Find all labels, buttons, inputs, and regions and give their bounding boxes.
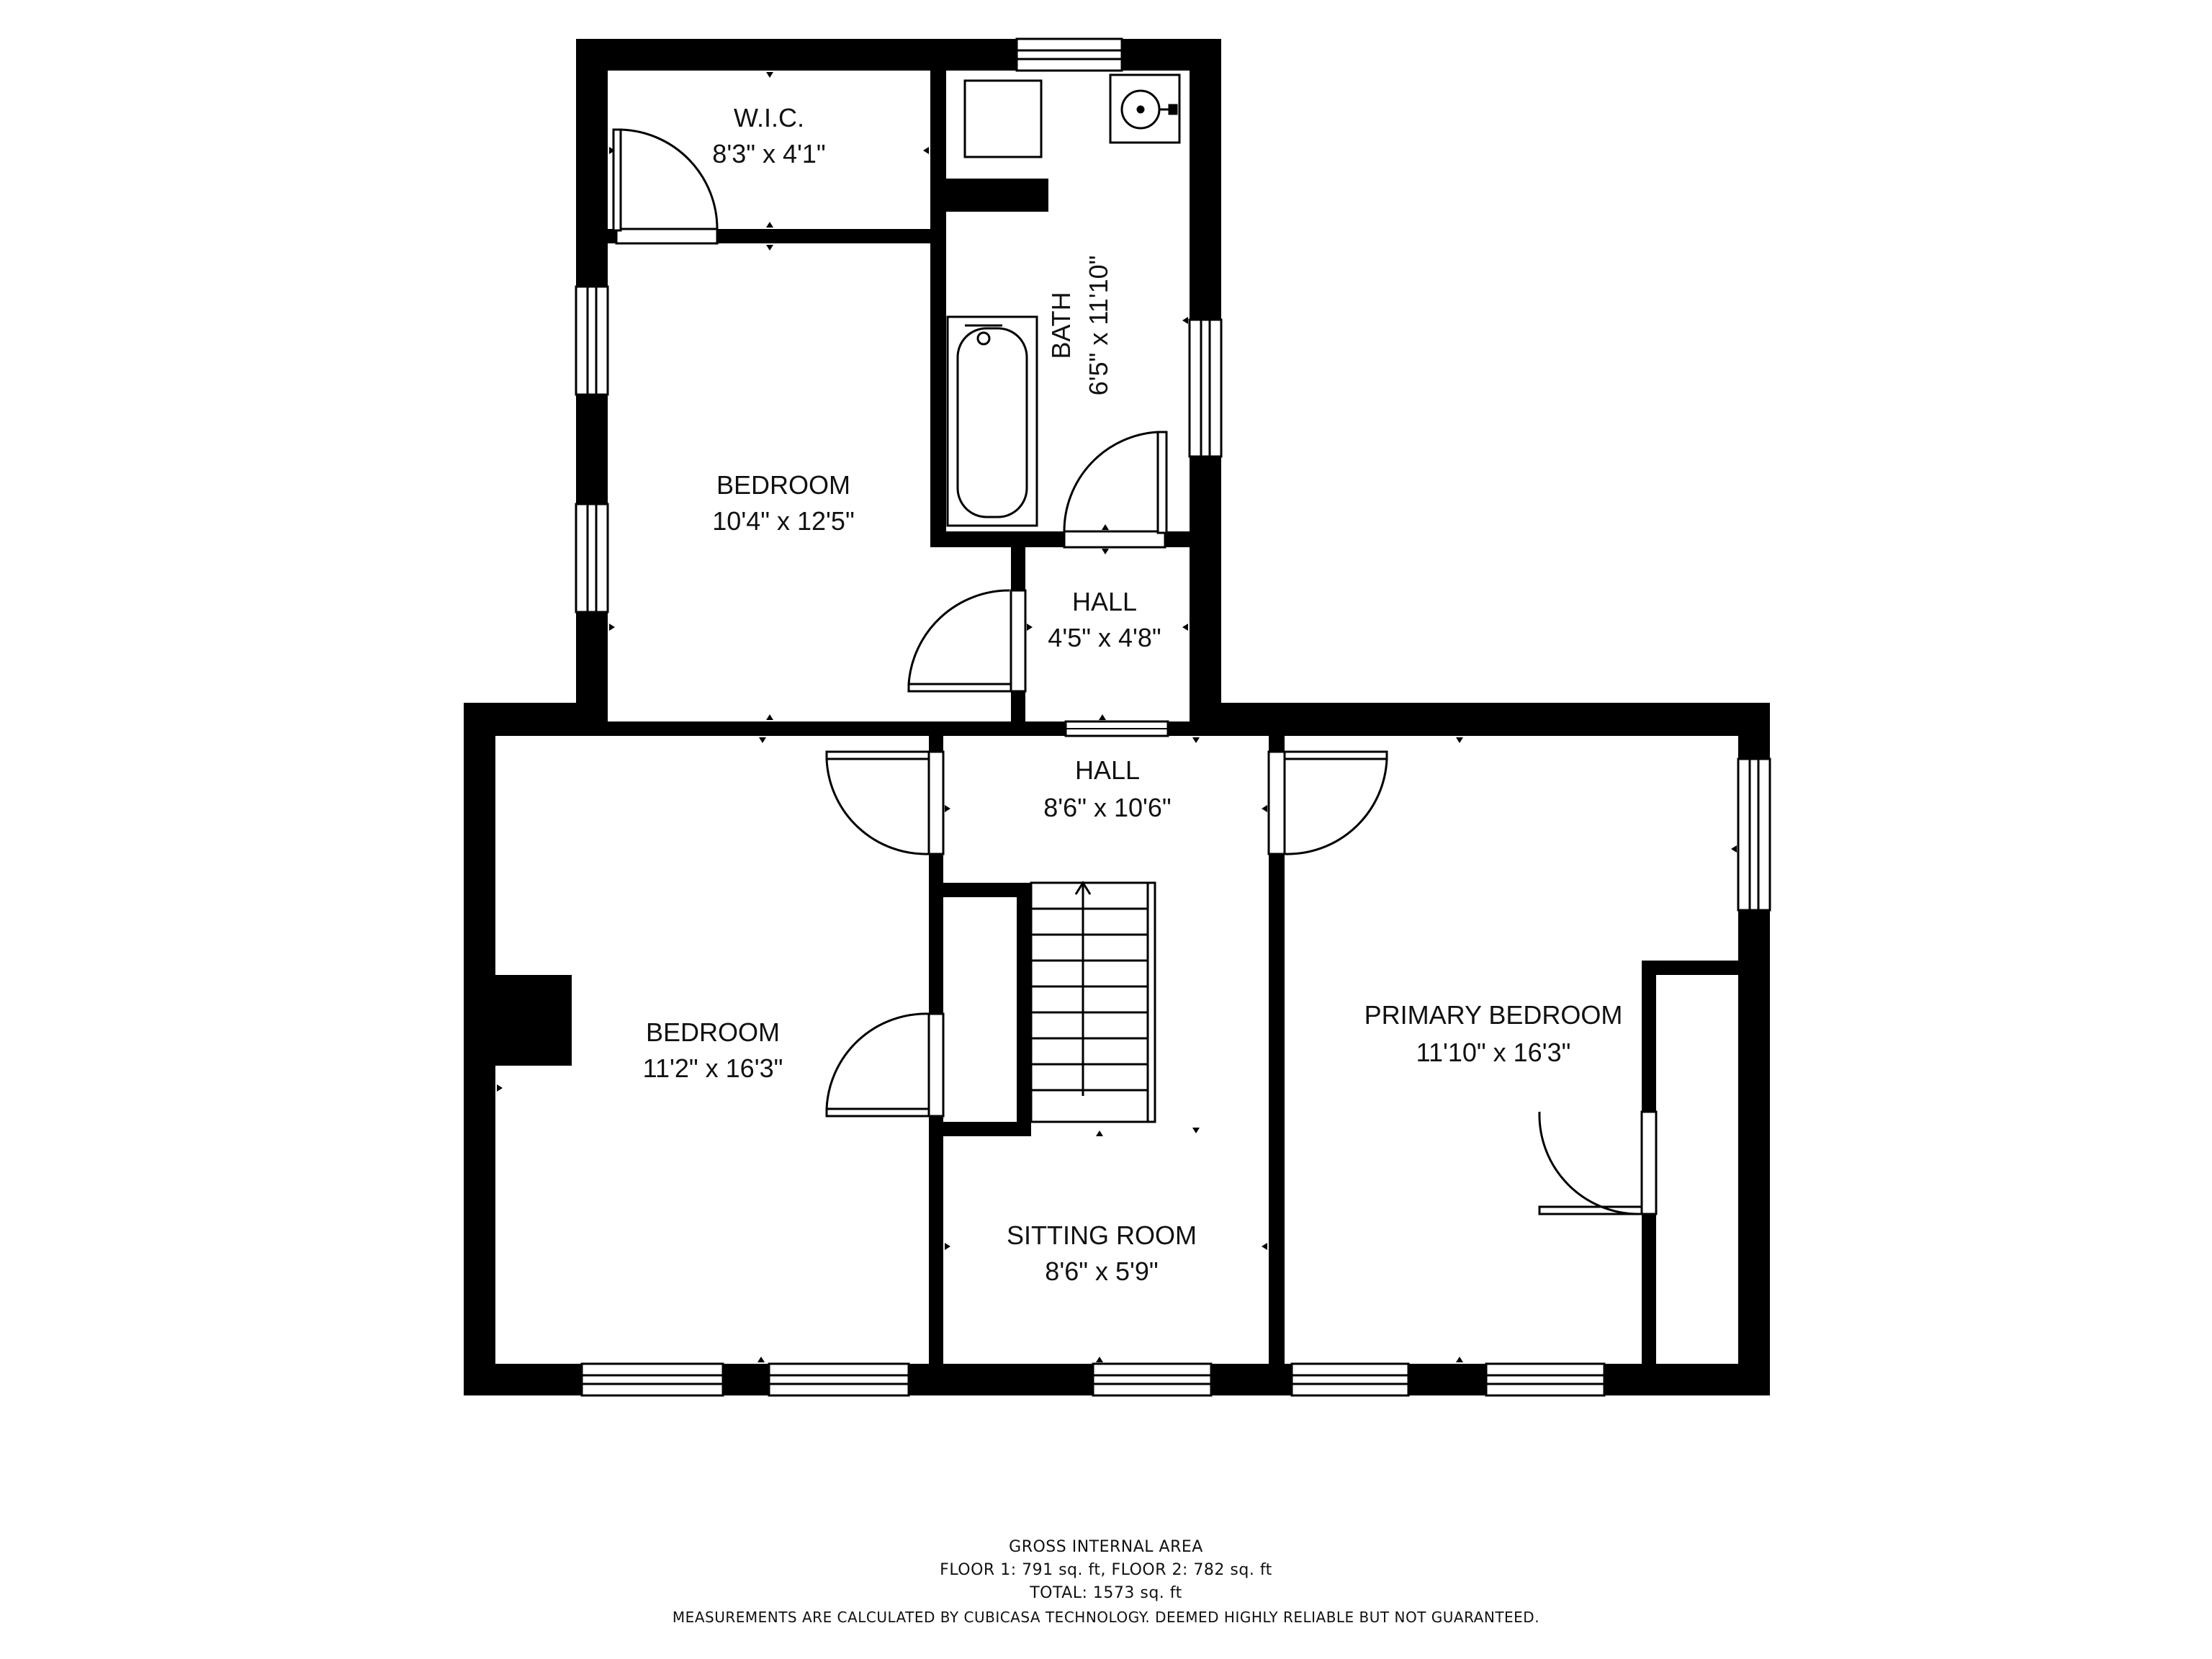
tick-primary-right [1731, 845, 1737, 853]
tick-sitting-bottom [1096, 1357, 1103, 1362]
tick-hall-small-left [1027, 624, 1033, 631]
wall-closet-divider-bottom [929, 1122, 1031, 1136]
tick-hall-main-top [1192, 737, 1200, 743]
room-name-bedroom-upper: BEDROOM [716, 470, 850, 500]
tick-bedroom-lower-top [759, 737, 766, 743]
room-name-wic: W.I.C. [734, 103, 804, 132]
room-name-bath: BATH [1046, 292, 1076, 359]
tick-bedroom-lower-left [497, 1084, 503, 1092]
window-bottom-3 [1092, 1362, 1213, 1397]
tick-bath-bottom [1102, 524, 1109, 530]
tick-bedroom-upper-bottom [766, 714, 773, 720]
room-dim-wic: 8'3" x 4'1" [712, 139, 825, 168]
door-wic [612, 128, 719, 245]
room-dim-primary-bedroom: 11'10" x 16'3" [1416, 1038, 1571, 1067]
room-name-sitting-room: SITTING ROOM [1007, 1220, 1197, 1250]
windows [575, 37, 1771, 1397]
room-dim-hall-small: 4'5" x 4'8" [1048, 623, 1161, 652]
stair-arrow-icon [1074, 881, 1092, 895]
staircase [1030, 881, 1156, 1123]
tick-bedroom-upper-top [766, 245, 773, 251]
measurement-ticks [497, 72, 1737, 1362]
tick-hall-small-right [1182, 624, 1188, 631]
toilet-tank [963, 79, 1043, 158]
wall-closet-divider-right [1017, 883, 1031, 1136]
tick-primary-top [1456, 737, 1463, 743]
wall-bath-left [930, 71, 946, 543]
tick-sitting-right [1262, 1243, 1267, 1250]
doors [612, 128, 1658, 1215]
wall-closet-divider-top [929, 883, 1031, 897]
tick-wic-right [923, 147, 929, 154]
tick-bath-right [1182, 317, 1188, 324]
room-dim-bedroom-lower: 11'2" x 16'3" [643, 1053, 783, 1083]
footer-total-area: TOTAL: 1573 sq. ft [1030, 1584, 1182, 1602]
window-bottom-5 [1485, 1362, 1606, 1397]
door-primary-bedroom [1267, 750, 1388, 855]
window-bottom-4 [1290, 1362, 1410, 1397]
wall-bath-shelf [946, 179, 1048, 212]
tick-sitting-left [945, 1243, 950, 1250]
door-bath [1063, 431, 1168, 549]
door-bedroom-closet [825, 1012, 945, 1118]
window-bedroom-upper-left-1 [575, 285, 609, 396]
room-dim-sitting-room: 8'6" x 5'9" [1045, 1256, 1158, 1286]
window-bedroom-upper-left-2 [575, 503, 609, 613]
tick-wic-top [766, 72, 773, 78]
opening-hall-connection [1064, 720, 1169, 737]
room-name-hall-small: HALL [1072, 587, 1137, 616]
wall-top-right-lower [1221, 703, 1770, 736]
bathtub-icon [946, 315, 1038, 527]
tick-wic-left [609, 147, 615, 154]
tick-primary-bottom [1456, 1357, 1463, 1362]
chimney-block [495, 975, 572, 1066]
door-bedroom-upper [907, 589, 1027, 693]
tick-hall-small-bottom [1099, 714, 1106, 720]
fixtures [946, 73, 1181, 527]
window-bottom-2 [768, 1362, 910, 1397]
tick-hall-small-top [1102, 549, 1109, 554]
room-name-primary-bedroom: PRIMARY BEDROOM [1364, 1000, 1623, 1030]
door-bedroom-lower-top [825, 750, 945, 855]
window-bath-top [1015, 37, 1123, 72]
room-labels: W.I.C. 8'3" x 4'1" BATH 6'5" x 11'10" BE… [643, 103, 1623, 1286]
room-dim-bath: 6'5" x 11'10" [1084, 256, 1113, 396]
door-primary-closet [1538, 1110, 1658, 1215]
sink-icon [1109, 73, 1181, 144]
window-bottom-1 [580, 1362, 724, 1397]
wall-primary-closet-top [1642, 961, 1738, 975]
tick-hall-main-left [945, 805, 950, 812]
tick-bedroom-lower-bottom [757, 1357, 765, 1362]
wall-left-lower [464, 703, 495, 1395]
window-bath-right [1188, 318, 1223, 458]
tick-sitting-mark [1192, 1128, 1200, 1133]
room-dim-hall-main: 8'6" x 10'6" [1043, 793, 1171, 822]
footer-disclaimer: MEASUREMENTS ARE CALCULATED BY CUBICASA … [672, 1609, 1540, 1626]
footer-floor-areas: FLOOR 1: 791 sq. ft, FLOOR 2: 782 sq. ft [940, 1561, 1272, 1579]
room-dim-bedroom-upper: 10'4" x 12'5" [712, 506, 854, 536]
room-name-bedroom-lower: BEDROOM [646, 1017, 780, 1047]
window-primary-right [1737, 757, 1771, 912]
tick-sitting-top [1096, 1130, 1103, 1136]
tick-bedroom-upper-left [609, 624, 615, 631]
room-name-hall-main: HALL [1075, 755, 1140, 785]
tick-wic-bottom [766, 222, 773, 228]
wall-hall-main-right [1269, 736, 1285, 1364]
footer-gross-area-title: GROSS INTERNAL AREA [1009, 1538, 1203, 1556]
wall-top-upper [576, 39, 1221, 71]
tick-hall-main-right [1262, 805, 1267, 812]
